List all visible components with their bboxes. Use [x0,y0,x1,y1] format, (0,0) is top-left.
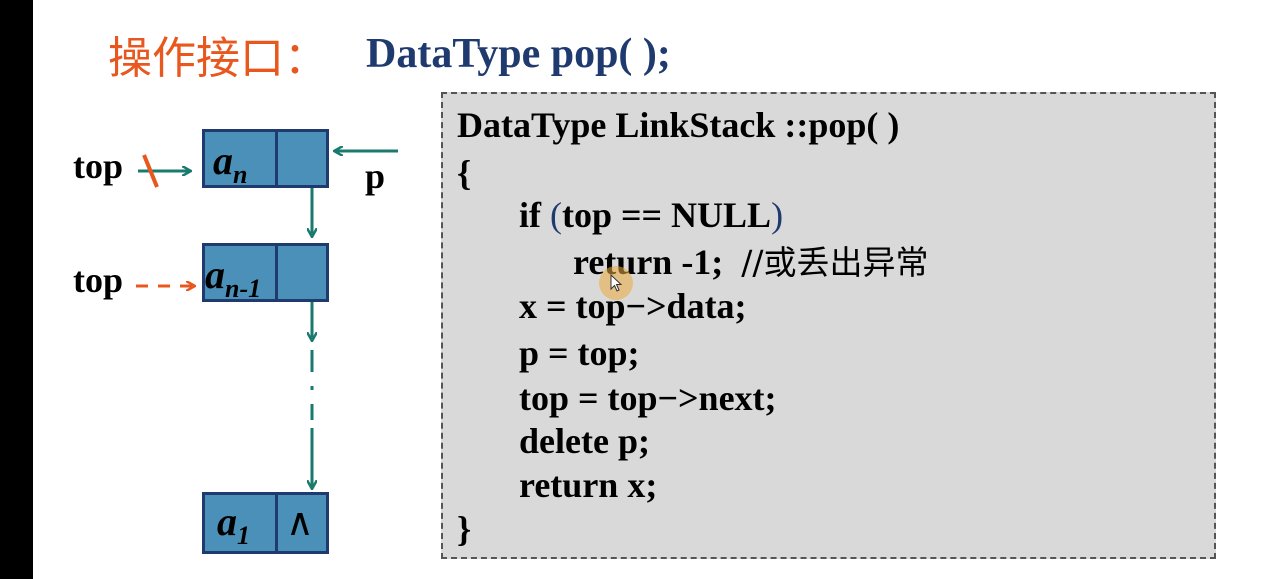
title-chinese-label: 操作接口： [108,33,328,84]
node-a1-next-cell [275,492,329,554]
slide: 操作接口： DataType pop( ); top top p an an-1 [33,0,1268,579]
code-line-return-x: return x; [519,465,658,505]
node-an-label: an [213,138,248,189]
code-line-return-error: return -1; //或丢出异常 [573,242,929,282]
mouse-pointer-icon [610,274,622,292]
cross-out-mark [142,154,159,188]
code-line-open-brace: { [457,153,472,193]
null-symbol: ∧ [286,500,314,544]
code-block [441,92,1216,559]
top-label-2: top [73,260,124,300]
node-an-data-cell [202,129,278,188]
node-a1-label: a1 [217,499,250,550]
node-an-next-cell [275,129,329,188]
code-line-signature: DataType LinkStack ::pop( ) [457,105,900,145]
title-function-signature: DataType pop( ); [366,31,671,77]
code-line-delete: delete p; [519,421,650,461]
code-line-if: if (top == NULL) [519,195,784,235]
node-a1-data-cell [202,492,278,554]
code-line-x-assign: x = top−>data; [519,286,747,326]
code-line-close-brace: } [457,509,472,549]
node-an1-next-cell [275,243,329,302]
top-label-1: top [73,146,124,186]
code-line-top-next: top = top−>next; [519,378,777,418]
code-line-p-assign: p = top; [519,333,640,373]
node-an1-label: an-1 [205,252,262,303]
p-label: p [365,156,386,196]
